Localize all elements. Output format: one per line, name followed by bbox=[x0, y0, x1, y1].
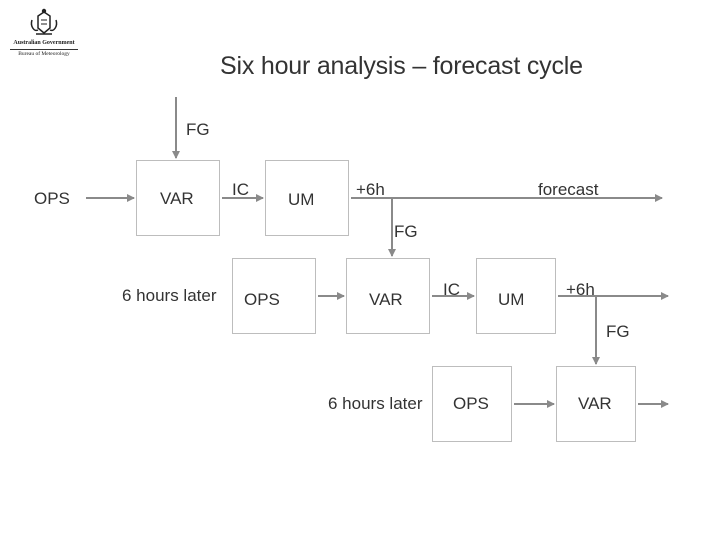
ic-label-row2: IC bbox=[443, 280, 460, 299]
var-label-row3: VAR bbox=[578, 394, 612, 413]
six-hours-later-label-row3: 6 hours later bbox=[328, 394, 423, 413]
um-label-row2: UM bbox=[498, 290, 525, 309]
page-title: Six hour analysis – forecast cycle bbox=[220, 52, 583, 80]
fg-label-row2: FG bbox=[394, 222, 418, 241]
plus6h-label-row2: +6h bbox=[566, 280, 595, 299]
logo-line-government: Australian Government bbox=[13, 40, 75, 46]
var-label-row2: VAR bbox=[369, 290, 403, 309]
um-box-row2 bbox=[476, 258, 556, 334]
bureau-logo: Australian Government Bureau of Meteorol… bbox=[8, 8, 80, 60]
coat-of-arms-icon bbox=[30, 8, 58, 35]
plus6h-label-row1: +6h bbox=[356, 180, 385, 199]
ops-box-row2 bbox=[232, 258, 316, 334]
ops-label-row1: OPS bbox=[34, 189, 70, 208]
var-label-row1: VAR bbox=[160, 189, 194, 208]
ops-label-row2: OPS bbox=[244, 290, 280, 309]
forecast-label-row1: forecast bbox=[538, 180, 599, 199]
fg-label-row1: FG bbox=[186, 120, 210, 139]
ic-label-row1: IC bbox=[232, 180, 249, 199]
um-box-row1 bbox=[265, 160, 349, 236]
var-box-row3 bbox=[556, 366, 636, 442]
logo-line-bureau: Bureau of Meteorology bbox=[18, 51, 70, 57]
var-box-row1 bbox=[136, 160, 220, 236]
six-hours-later-label-row2: 6 hours later bbox=[122, 286, 217, 305]
ops-label-row3: OPS bbox=[453, 394, 489, 413]
logo-divider bbox=[10, 49, 78, 50]
var-box-row2 bbox=[346, 258, 430, 334]
ops-box-row3 bbox=[432, 366, 512, 442]
fg-label-row3: FG bbox=[606, 322, 630, 341]
um-label-row1: UM bbox=[288, 190, 315, 209]
